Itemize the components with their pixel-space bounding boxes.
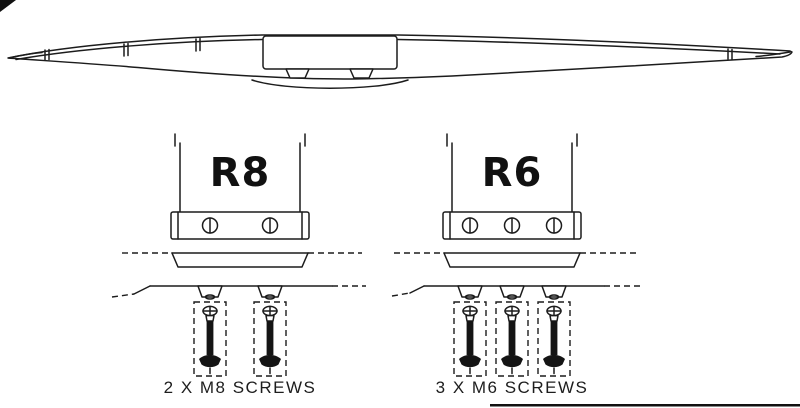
r6-boss-3 xyxy=(541,285,567,300)
wing-outline xyxy=(7,34,793,80)
wing-tip-right-detail xyxy=(755,51,791,58)
wing-tip-left-detail xyxy=(8,51,43,59)
wing-top-view xyxy=(7,34,793,89)
r6-plate-screw-head-2 xyxy=(503,217,521,234)
r6-screw-3 xyxy=(537,301,571,377)
r8-plate-screw-head-2 xyxy=(261,217,279,234)
r6-mast-block xyxy=(446,133,578,213)
page-corner-mark xyxy=(0,0,16,12)
r8-plate-screw-head-1 xyxy=(201,217,219,234)
r8-mast-block xyxy=(174,133,306,213)
r8-screw-1 xyxy=(193,301,227,377)
model-label-r8: R8 xyxy=(210,150,271,196)
r8-mount-plate xyxy=(170,211,310,240)
r8-boss-2 xyxy=(257,285,283,300)
r8-caption: 2 X M8 SCREWS xyxy=(164,378,317,397)
page-edge-mark xyxy=(490,404,800,407)
r6-boss-1 xyxy=(457,285,483,300)
mount-foot-right xyxy=(349,68,374,79)
wing-panel-ticks xyxy=(44,37,733,61)
mount-foot-left xyxy=(285,68,310,79)
r6-screw-2 xyxy=(495,301,529,377)
model-label-r6: R6 xyxy=(482,150,543,196)
r6-boss-2 xyxy=(499,285,525,300)
r6-plate-screw-head-1 xyxy=(461,217,479,234)
mount-diagram-r6: R6 xyxy=(391,133,642,397)
r8-wing-cross-section xyxy=(111,252,366,300)
r6-wing-cross-section xyxy=(391,252,642,300)
mount-diagram-r8: R8 2 X M8 SCREWS xyxy=(111,133,366,397)
r6-caption: 3 X M6 SCREWS xyxy=(436,378,589,397)
r6-screw-1 xyxy=(453,301,487,377)
wing-inner-edge-left xyxy=(15,38,263,61)
r8-boss-1 xyxy=(197,285,223,300)
fuselage-belly-curve xyxy=(251,79,409,89)
r8-screw-2 xyxy=(253,301,287,377)
r6-plate-screw-head-3 xyxy=(545,217,563,234)
mast-mount-box xyxy=(262,35,398,70)
wing-inner-edge-right xyxy=(397,38,781,55)
